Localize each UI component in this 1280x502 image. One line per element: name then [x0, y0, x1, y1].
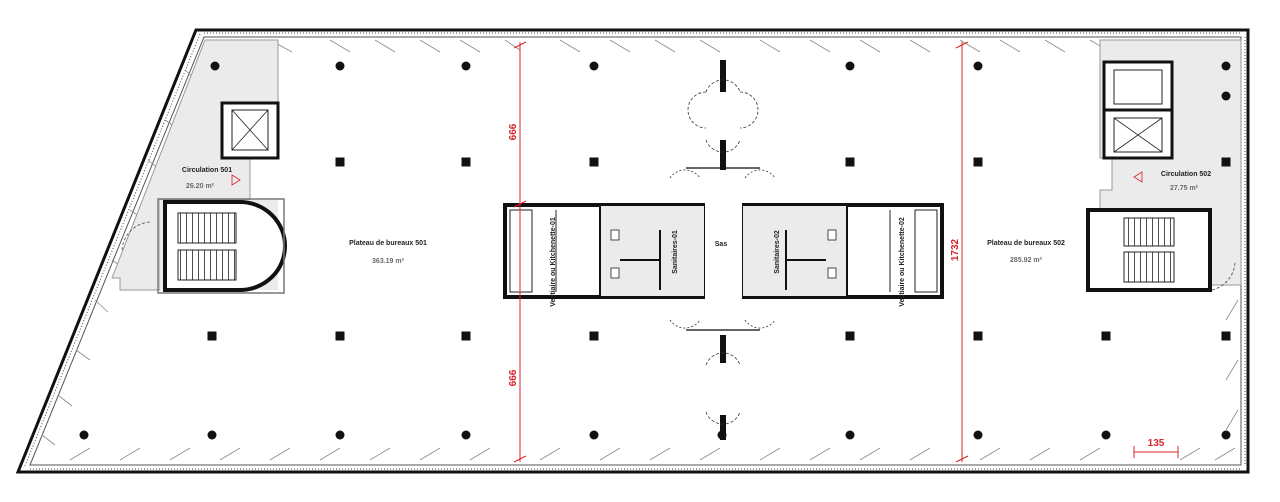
room-plateau-501-name: Plateau de bureaux 501 — [349, 240, 427, 247]
structural-column — [589, 331, 599, 341]
structural-column — [845, 61, 855, 71]
left-core — [111, 39, 287, 294]
structural-column — [335, 430, 345, 440]
room-vestiaire-right-name: Vestiaire ou Kitchenette-02 — [899, 217, 906, 307]
structural-column — [1221, 430, 1231, 440]
structural-column — [1221, 91, 1231, 101]
structural-column — [207, 331, 217, 341]
structural-column — [845, 157, 855, 167]
structural-column — [335, 157, 345, 167]
structural-column — [210, 61, 220, 71]
structural-column — [845, 430, 855, 440]
circulation-502-arrow — [1133, 171, 1143, 183]
room-plateau-502-name: Plateau de bureaux 502 — [987, 240, 1065, 247]
room-plateau-502-area: 285.92 m² — [1010, 257, 1043, 264]
circulation-501-arrow — [231, 174, 241, 186]
structural-column — [589, 430, 599, 440]
room-circulation-502-name: Circulation 502 — [1161, 171, 1211, 178]
room-sas-name: Sas — [715, 241, 728, 248]
structural-column — [335, 331, 345, 341]
structural-column — [845, 331, 855, 341]
room-vestiaire-left-name: Vestiaire ou Kitchenette-01 — [550, 217, 557, 307]
structural-column — [79, 430, 89, 440]
structural-column — [461, 61, 471, 71]
room-circulation-501-name: Circulation 501 — [182, 167, 232, 174]
structural-columns — [79, 61, 1231, 440]
structural-column — [589, 157, 599, 167]
room-sanitaires-01-name: Sanitaires-01 — [672, 230, 679, 274]
structural-column — [461, 430, 471, 440]
structural-column — [973, 157, 983, 167]
structural-column — [335, 61, 345, 71]
room-circulation-501-area: 26.20 m² — [186, 183, 215, 190]
structural-column — [1221, 157, 1231, 167]
dimension-lines — [513, 41, 1179, 463]
dimension-lower-left: 666 — [508, 369, 519, 386]
structural-column — [973, 430, 983, 440]
dimension-right-total: 1732 — [950, 238, 961, 261]
structural-column — [973, 61, 983, 71]
dimension-facade-module: 135 — [1148, 438, 1165, 449]
structural-column — [717, 430, 727, 440]
structural-column — [1101, 331, 1111, 341]
structural-column — [1101, 430, 1111, 440]
structural-column — [1221, 61, 1231, 71]
structural-column — [1221, 331, 1231, 341]
structural-column — [589, 61, 599, 71]
room-plateau-501-area: 363.19 m² — [372, 258, 405, 265]
facade-top — [23, 32, 1246, 470]
sanitary-block — [503, 167, 944, 331]
central-partitions — [687, 60, 759, 440]
structural-column — [461, 157, 471, 167]
structural-column — [461, 331, 471, 341]
dimension-upper-left: 666 — [508, 123, 519, 140]
right-core — [1086, 39, 1242, 292]
room-sanitaires-02-name: Sanitaires-02 — [774, 230, 781, 274]
structural-column — [973, 331, 983, 341]
room-circulation-502-area: 27.75 m² — [1170, 185, 1199, 192]
structural-column — [207, 430, 217, 440]
